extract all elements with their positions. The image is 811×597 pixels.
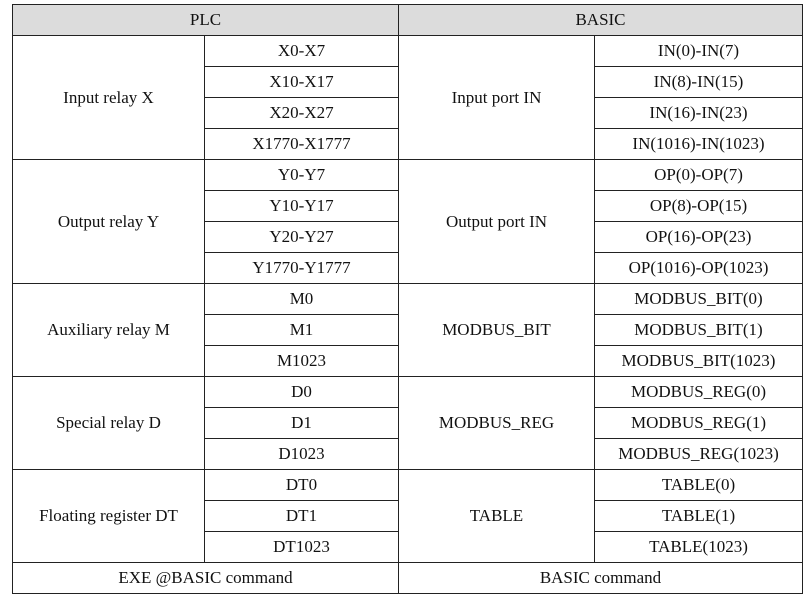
table-row: X10-X17 IN(8)-IN(15) xyxy=(13,66,803,98)
plc-group-label: Input relay X xyxy=(12,35,205,160)
plc-item-cell: DT0 xyxy=(204,469,399,501)
basic-item-cell: IN(8)-IN(15) xyxy=(594,66,803,98)
plc-item-cell: M1023 xyxy=(204,345,399,377)
basic-item-cell: MODBUS_REG(1023) xyxy=(594,438,803,470)
plc-item-cell: D1023 xyxy=(204,438,399,470)
plc-item-cell: M1 xyxy=(204,314,399,346)
basic-item-cell: OP(0)-OP(7) xyxy=(594,159,803,191)
plc-item-cell: M0 xyxy=(204,283,399,315)
plc-group-label: Floating register DT xyxy=(12,469,205,563)
plc-group-label: Output relay Y xyxy=(12,159,205,284)
table-row: Y20-Y27 OP(16)-OP(23) xyxy=(13,221,803,253)
plc-column-header: PLC xyxy=(12,4,399,36)
basic-footer-cell: BASIC command xyxy=(398,562,803,594)
basic-item-cell: MODBUS_BIT(1023) xyxy=(594,345,803,377)
table-row: M1 MODBUS_BIT(1) xyxy=(13,314,803,346)
table-row: X20-X27 IN(16)-IN(23) xyxy=(13,97,803,129)
table-row: DT1 TABLE(1) xyxy=(13,500,803,532)
basic-group-label: Output port IN xyxy=(398,159,595,284)
basic-item-cell: MODBUS_BIT(0) xyxy=(594,283,803,315)
table-row: Y1770-Y1777 OP(1016)-OP(1023) xyxy=(13,252,803,284)
plc-item-cell: D1 xyxy=(204,407,399,439)
plc-footer-cell: EXE @BASIC command xyxy=(12,562,399,594)
basic-item-cell: TABLE(0) xyxy=(594,469,803,501)
plc-item-cell: D0 xyxy=(204,376,399,408)
table-row: X1770-X1777 IN(1016)-IN(1023) xyxy=(13,128,803,160)
table-footer-row: EXE @BASIC command BASIC command xyxy=(12,562,803,594)
basic-item-cell: IN(0)-IN(7) xyxy=(594,35,803,67)
plc-group-label: Auxiliary relay M xyxy=(12,283,205,377)
table-row: M1023 MODBUS_BIT(1023) xyxy=(13,345,803,377)
basic-item-cell: IN(16)-IN(23) xyxy=(594,97,803,129)
plc-group-label: Special relay D xyxy=(12,376,205,470)
basic-item-cell: OP(1016)-OP(1023) xyxy=(594,252,803,284)
plc-item-cell: X10-X17 xyxy=(204,66,399,98)
basic-column-header: BASIC xyxy=(398,4,803,36)
plc-item-cell: Y0-Y7 xyxy=(204,159,399,191)
basic-group-label: MODBUS_REG xyxy=(398,376,595,470)
basic-group-label: MODBUS_BIT xyxy=(398,283,595,377)
table-row: DT1023 TABLE(1023) xyxy=(13,531,803,563)
basic-item-cell: MODBUS_REG(0) xyxy=(594,376,803,408)
basic-item-cell: TABLE(1023) xyxy=(594,531,803,563)
plc-item-cell: DT1023 xyxy=(204,531,399,563)
basic-item-cell: TABLE(1) xyxy=(594,500,803,532)
plc-item-cell: Y10-Y17 xyxy=(204,190,399,222)
basic-group-label: TABLE xyxy=(398,469,595,563)
table-header-row: PLC BASIC xyxy=(12,4,803,36)
table-row: Y10-Y17 OP(8)-OP(15) xyxy=(13,190,803,222)
basic-item-cell: OP(8)-OP(15) xyxy=(594,190,803,222)
basic-item-cell: OP(16)-OP(23) xyxy=(594,221,803,253)
plc-item-cell: DT1 xyxy=(204,500,399,532)
plc-item-cell: Y20-Y27 xyxy=(204,221,399,253)
basic-group-label: Input port IN xyxy=(398,35,595,160)
plc-item-cell: X1770-X1777 xyxy=(204,128,399,160)
basic-item-cell: IN(1016)-IN(1023) xyxy=(594,128,803,160)
plc-item-cell: X20-X27 xyxy=(204,97,399,129)
table-row: D1 MODBUS_REG(1) xyxy=(13,407,803,439)
table-row: D1023 MODBUS_REG(1023) xyxy=(13,438,803,470)
plc-item-cell: Y1770-Y1777 xyxy=(204,252,399,284)
plc-item-cell: X0-X7 xyxy=(204,35,399,67)
basic-item-cell: MODBUS_REG(1) xyxy=(594,407,803,439)
basic-item-cell: MODBUS_BIT(1) xyxy=(594,314,803,346)
